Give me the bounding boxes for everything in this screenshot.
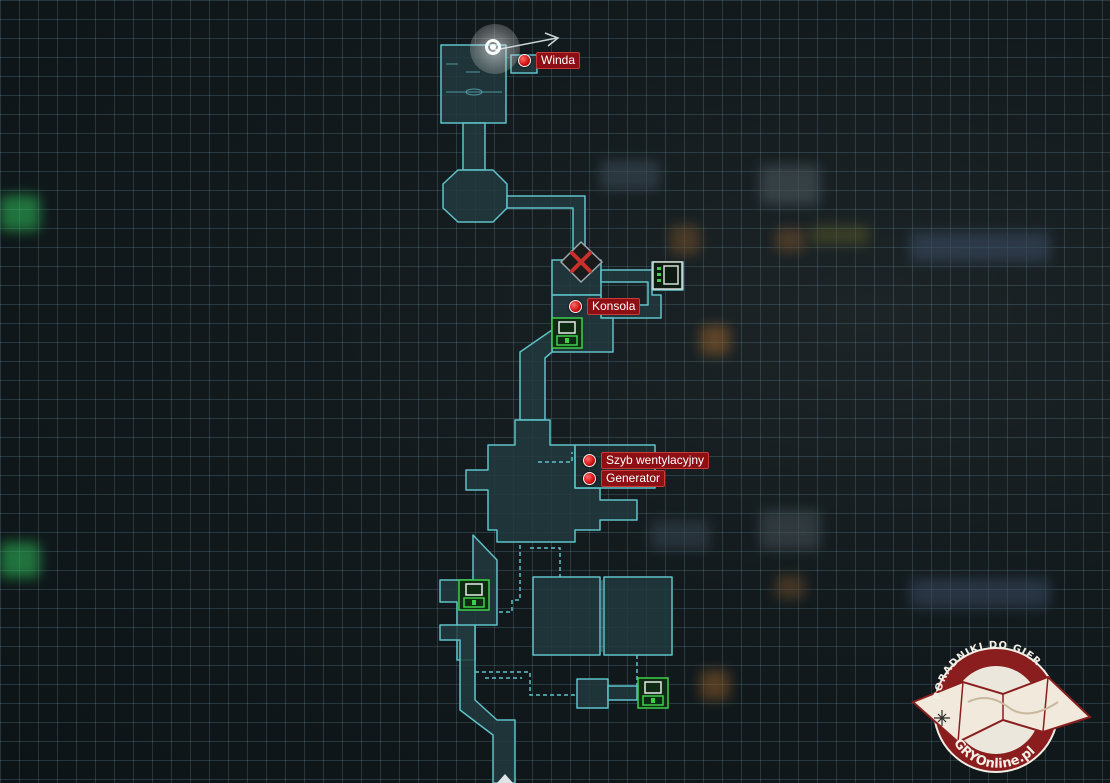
marker-dot-icon — [569, 300, 582, 313]
marker-label: Generator — [601, 470, 666, 487]
player-core — [490, 44, 496, 50]
background-blob — [810, 225, 870, 245]
marker-label: Konsola — [587, 298, 641, 315]
room-small — [576, 678, 609, 709]
vent-paths — [475, 452, 638, 696]
marker-szyb-wentylacyjny[interactable]: Szyb wentylacyjny — [583, 452, 710, 469]
save-station-icon[interactable] — [637, 677, 669, 709]
marker-label: Szyb wentylacyjny — [601, 452, 710, 469]
save-station-icon[interactable] — [458, 579, 490, 611]
background-blob — [650, 520, 710, 550]
corridor — [462, 122, 486, 171]
background-blob — [700, 325, 730, 355]
background-blob — [910, 578, 1050, 608]
background-blob — [775, 228, 805, 252]
marker-winda[interactable]: Winda — [518, 52, 581, 69]
background-glow — [0, 542, 40, 578]
corridor — [519, 329, 553, 421]
player-ring — [485, 39, 501, 55]
marker-konsola[interactable]: Konsola — [569, 298, 641, 315]
gryonline-logo: PORADNIKI DO GIER PORADNIKI DO GIER GRYO… — [911, 640, 1092, 773]
marker-generator[interactable]: Generator — [583, 470, 666, 487]
room-storage-b — [603, 576, 673, 656]
marker-dot-icon — [518, 54, 531, 67]
marker-label: Winda — [536, 52, 581, 69]
background-blob — [910, 232, 1050, 262]
background-blob — [775, 575, 805, 599]
compass-icon — [934, 710, 950, 726]
corridor — [439, 624, 516, 783]
marker-dot-icon — [583, 472, 596, 485]
background-blob — [760, 165, 820, 205]
background-blob — [760, 510, 820, 550]
background-glow — [0, 195, 40, 231]
locked-door-icon[interactable] — [559, 240, 604, 284]
exit-arrow-icon — [497, 774, 513, 783]
background-blob — [670, 225, 700, 255]
room-hub — [442, 169, 508, 223]
room-storage-a — [532, 576, 601, 656]
save-station-icon[interactable] — [551, 317, 583, 349]
background-blob — [600, 160, 660, 190]
marker-dot-icon — [583, 454, 596, 467]
corridor — [607, 685, 638, 701]
player-position-icon — [470, 24, 520, 74]
background-blob — [700, 670, 730, 700]
terminal-icon[interactable] — [652, 261, 683, 290]
